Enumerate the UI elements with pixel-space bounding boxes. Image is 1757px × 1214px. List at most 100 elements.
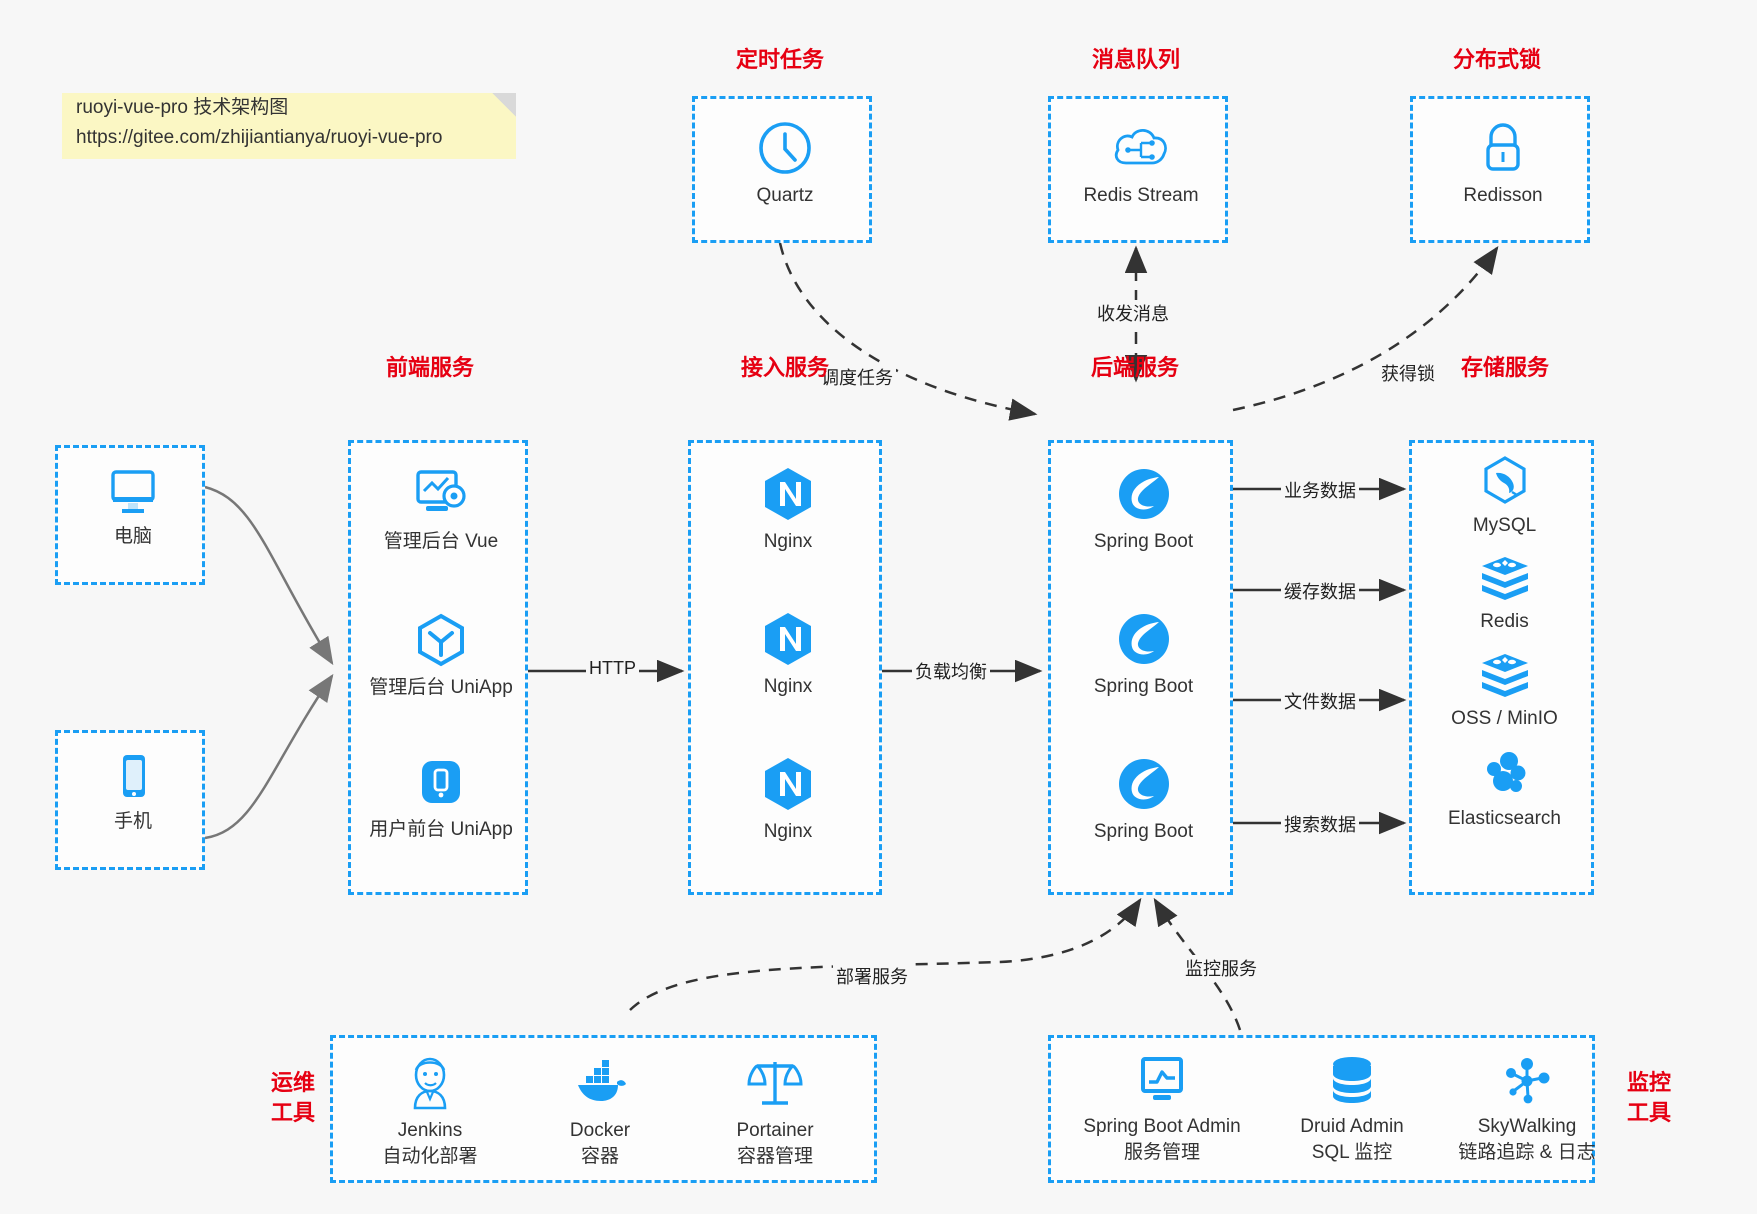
node-label: OSS / MinIO [1451,708,1558,729]
node-mysql[interactable]: MySQL [1412,455,1597,539]
mysql-dolphin-icon [1483,456,1526,504]
group-title-frontend: 前端服务 [385,355,474,380]
edge-label-cache-data: 缓存数据 [1281,578,1359,604]
node-label: Redisson [1463,185,1543,206]
node-label: 管理后台 UniApp [369,677,513,698]
edge-label-file-data: 文件数据 [1281,688,1359,714]
node-sublabel: 容器 [580,1146,619,1167]
group-lock: Redisson [1410,96,1590,243]
node-jenkins[interactable]: Jenkins 自动化部署 [345,1054,515,1170]
note-url: https://gitee.com/zhijiantianya/ruoyi-vu… [76,127,443,148]
node-nginx-3[interactable]: Nginx [691,755,885,845]
node-spring-boot-3[interactable]: Spring Boot [1051,755,1236,845]
skywalking-nodes-icon [1506,1058,1550,1104]
nginx-icon [765,468,811,520]
node-label: 手机 [113,811,152,832]
node-nginx-2[interactable]: Nginx [691,610,885,700]
group-title-lock: 分布式锁 [1452,47,1541,72]
node-quartz[interactable]: Quartz [695,119,875,209]
node-sublabel: 自动化部署 [382,1146,478,1167]
edge-label-schedule-task: 调度任务 [818,364,896,390]
group-devops: Jenkins 自动化部署 Docker 容器 [330,1035,877,1183]
dashboard-settings-icon [416,470,466,511]
group-backend: Spring Boot Spring Boot Spring Boot [1048,440,1233,895]
elasticsearch-icon [1486,752,1525,792]
diagram-note: ruoyi-vue-pro 技术架构图 https://gitee.com/zh… [62,93,516,159]
group-title-storage: 存储服务 [1460,355,1549,380]
edge-label-deploy-service: 部署服务 [833,963,911,989]
group-title-monitoring: 监控 工具 [1614,1068,1684,1128]
node-label: Nginx [763,531,813,552]
node-label: Quartz [756,185,814,206]
node-label: Nginx [763,676,813,697]
group-client-desktop: 电脑 [55,445,205,585]
edge-label-search-data: 搜索数据 [1281,811,1359,837]
node-spring-boot-1[interactable]: Spring Boot [1051,465,1236,555]
node-mobile[interactable]: 手机 [58,751,208,835]
node-sublabel: 链路追踪 & 日志 [1458,1142,1596,1163]
node-label: Spring Boot Admin [1083,1116,1241,1137]
node-sublabel: 容器管理 [736,1146,813,1167]
jenkins-butler-icon [413,1057,447,1110]
group-scheduler: Quartz [692,96,872,243]
group-title-monitoring-line1: 监控 [1626,1070,1671,1095]
group-title-scheduler: 定时任务 [735,47,824,72]
node-druid-admin[interactable]: Druid Admin SQL 监控 [1267,1054,1437,1166]
clock-icon [759,122,811,174]
group-title-devops: 运维 工具 [258,1068,328,1128]
node-label: Spring Boot [1093,531,1194,552]
edge-label-acquire-lock: 获得锁 [1378,360,1438,386]
edge-label-monitor-service: 监控服务 [1182,955,1260,981]
node-label: Nginx [763,821,813,842]
group-title-devops-line2: 工具 [270,1100,315,1125]
node-redis[interactable]: Redis [1412,553,1597,635]
group-title-gateway: 接入服务 [740,355,829,380]
group-monitoring: Spring Boot Admin 服务管理 Druid Admin SQL 监… [1048,1035,1596,1183]
node-redis-stream[interactable]: Redis Stream [1051,119,1231,209]
node-label: Jenkins [397,1120,463,1141]
desktop-monitor-icon [111,470,155,513]
note-title: ruoyi-vue-pro 技术架构图 [76,97,289,118]
docker-whale-icon [578,1060,626,1101]
node-label: 电脑 [113,526,152,547]
node-spring-boot-2[interactable]: Spring Boot [1051,610,1236,700]
node-label: 用户前台 UniApp [369,819,513,840]
node-redisson[interactable]: Redisson [1413,119,1593,209]
node-user-uniapp[interactable]: 用户前台 UniApp [351,753,531,843]
spring-boot-icon [1118,614,1169,664]
monitor-chart-icon [1141,1057,1183,1100]
database-icon [1333,1057,1371,1103]
node-label: Elasticsearch [1448,808,1561,829]
app-phone-icon [422,761,460,803]
node-label: Spring Boot [1093,676,1194,697]
node-portainer[interactable]: Portainer 容器管理 [685,1054,865,1170]
node-label: MySQL [1472,515,1537,536]
node-sublabel: 服务管理 [1123,1142,1200,1163]
node-docker[interactable]: Docker 容器 [515,1054,685,1170]
node-desktop[interactable]: 电脑 [58,466,208,550]
node-label: Redis Stream [1083,185,1199,206]
node-elasticsearch[interactable]: Elasticsearch [1412,748,1597,832]
node-admin-uniapp[interactable]: 管理后台 UniApp [351,611,531,701]
node-label: 管理后台 Vue [383,531,499,552]
spring-boot-icon [1118,759,1169,809]
hexagon-cube-icon [418,613,464,667]
node-nginx-1[interactable]: Nginx [691,465,885,555]
cloud-network-icon [1114,128,1167,165]
group-title-mq: 消息队列 [1091,47,1180,72]
group-client-mobile: 手机 [55,730,205,870]
note-folded-corner [492,93,516,117]
node-admin-vue[interactable]: 管理后台 Vue [351,465,531,555]
node-oss-minio[interactable]: OSS / MinIO [1412,650,1597,732]
nginx-icon [765,758,811,810]
redis-stack-icon [1481,557,1528,600]
node-label: SkyWalking [1477,1116,1577,1137]
mobile-phone-icon [123,755,145,797]
group-mq: Redis Stream [1048,96,1228,243]
group-title-devops-line1: 运维 [270,1070,315,1095]
group-title-monitoring-line2: 工具 [1626,1100,1671,1125]
group-title-backend: 后端服务 [1090,355,1179,380]
node-label: Druid Admin [1300,1116,1404,1137]
node-skywalking[interactable]: SkyWalking 链路追踪 & 日志 [1437,1054,1617,1166]
node-spring-boot-admin[interactable]: Spring Boot Admin 服务管理 [1057,1054,1267,1166]
